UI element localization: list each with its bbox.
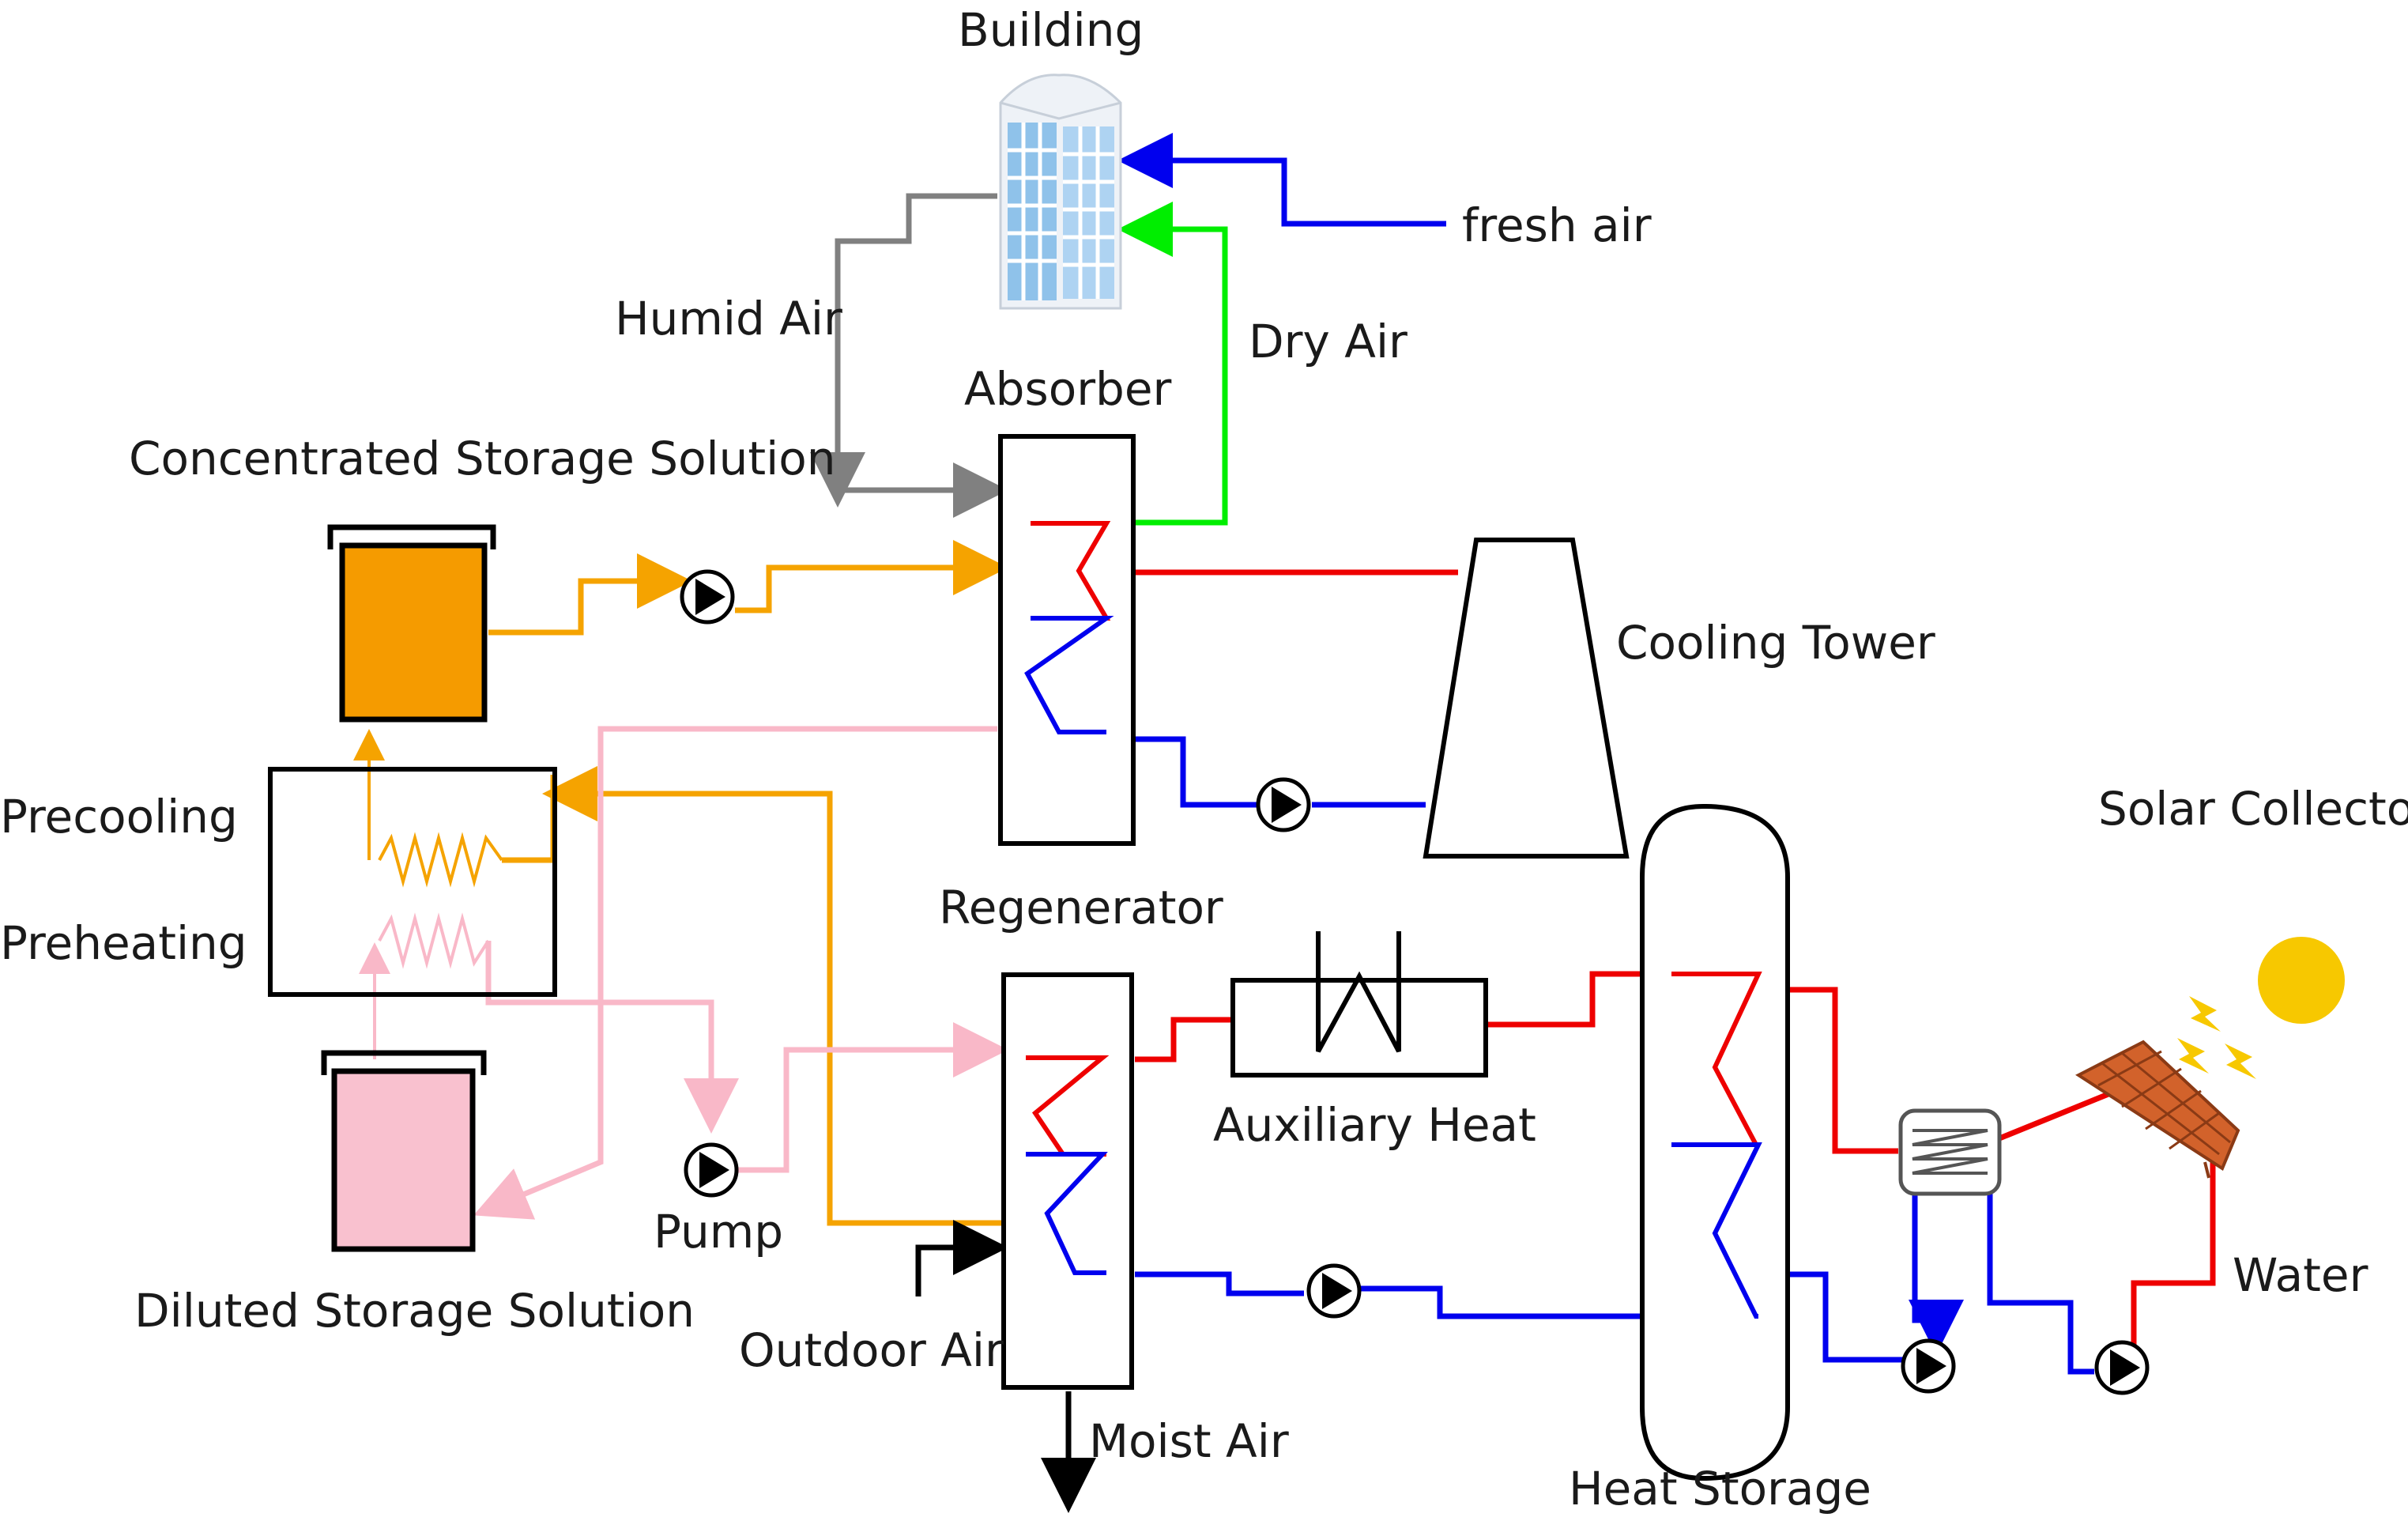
diluted-solution-from-absorber-line — [473, 726, 997, 1220]
pump-icon — [680, 569, 735, 625]
solar-heat-exchanger — [1898, 1108, 2002, 1196]
concentrated-solution-line — [488, 553, 692, 636]
moist-air-label: Moist Air — [1089, 1414, 1289, 1468]
preheating-label: Preheating — [0, 916, 247, 970]
fresh-air-line — [1117, 133, 1446, 227]
diluted-storage-label: Diluted Storage Solution — [134, 1284, 695, 1338]
precooling-solution-line — [542, 766, 1005, 1226]
absorber-unit — [998, 434, 1136, 846]
auxiliary-heat-label: Auxiliary Heat — [1213, 1098, 1536, 1152]
precooling-coil — [378, 832, 503, 888]
pump-icon — [2094, 1340, 2150, 1395]
regen-hot-line — [1135, 1017, 1233, 1062]
pump-icon — [1256, 777, 1311, 832]
cooling-tower-label: Cooling Tower — [1616, 616, 1935, 670]
hx-to-pump-cold-line — [1987, 1194, 2094, 1375]
regenerator-unit — [1001, 972, 1134, 1390]
regen-cold-line — [1135, 1271, 1304, 1296]
building-label: Building — [958, 3, 1144, 57]
storage-to-hx-hot-line — [1786, 987, 1898, 1154]
building-icon — [999, 74, 1122, 310]
precooling-label: Precooling — [0, 790, 238, 844]
pump-icon — [684, 1142, 739, 1198]
pump-label: Pump — [654, 1205, 783, 1259]
cooling-tower-icon — [1423, 538, 1630, 859]
hx-to-storage-cold-line — [1909, 1194, 1964, 1355]
solar-panel-icon — [2075, 1040, 2240, 1179]
sun-icon — [2258, 937, 2345, 1024]
concentrated-storage-tank — [327, 524, 496, 723]
auxiliary-heater — [1230, 931, 1488, 1078]
diluted-to-regenerator-line — [735, 1022, 1008, 1173]
preheating-coil-outlet-line — [485, 941, 739, 1134]
preheating-coil — [378, 912, 490, 969]
storage-to-pump-cold-line — [1786, 1271, 1911, 1363]
fresh-air-label: fresh air — [1462, 198, 1652, 252]
regenerator-label: Regenerator — [939, 881, 1223, 934]
diluted-storage-tank — [321, 1050, 487, 1252]
pump-icon — [1306, 1263, 1362, 1319]
dry-air-label: Dry Air — [1249, 315, 1407, 368]
hx-to-panel-hot-line — [1998, 1084, 2127, 1142]
precooling-coil-outlet-line — [502, 775, 556, 863]
regen-cold-line-2 — [1361, 1285, 1758, 1319]
humid-air-label: Humid Air — [615, 292, 842, 345]
concentrated-solution-to-absorber-line — [735, 540, 1008, 613]
precool-preheat-exchanger — [268, 767, 557, 997]
pump-icon — [1901, 1338, 1956, 1394]
panel-to-pump-hot-line — [2131, 1146, 2216, 1368]
concentrated-storage-label: Concentrated Storage Solution — [129, 432, 836, 485]
dry-air-line — [1117, 202, 1228, 526]
heat-storage-tank — [1640, 803, 1790, 1481]
solar-collector-label: Solar Collector — [2098, 782, 2408, 836]
outdoor-air-label: Outdoor Air — [739, 1323, 1004, 1377]
absorber-label: Absorber — [964, 362, 1172, 416]
heat-storage-label: Heat Storage — [1569, 1462, 1871, 1515]
cooling-water-cold-line — [1135, 736, 1257, 808]
humid-air-line — [835, 193, 1008, 518]
water-label: Water — [2233, 1248, 2368, 1302]
outdoor-air-arrow — [915, 1220, 1008, 1296]
sun-rays-icon — [2177, 996, 2256, 1079]
